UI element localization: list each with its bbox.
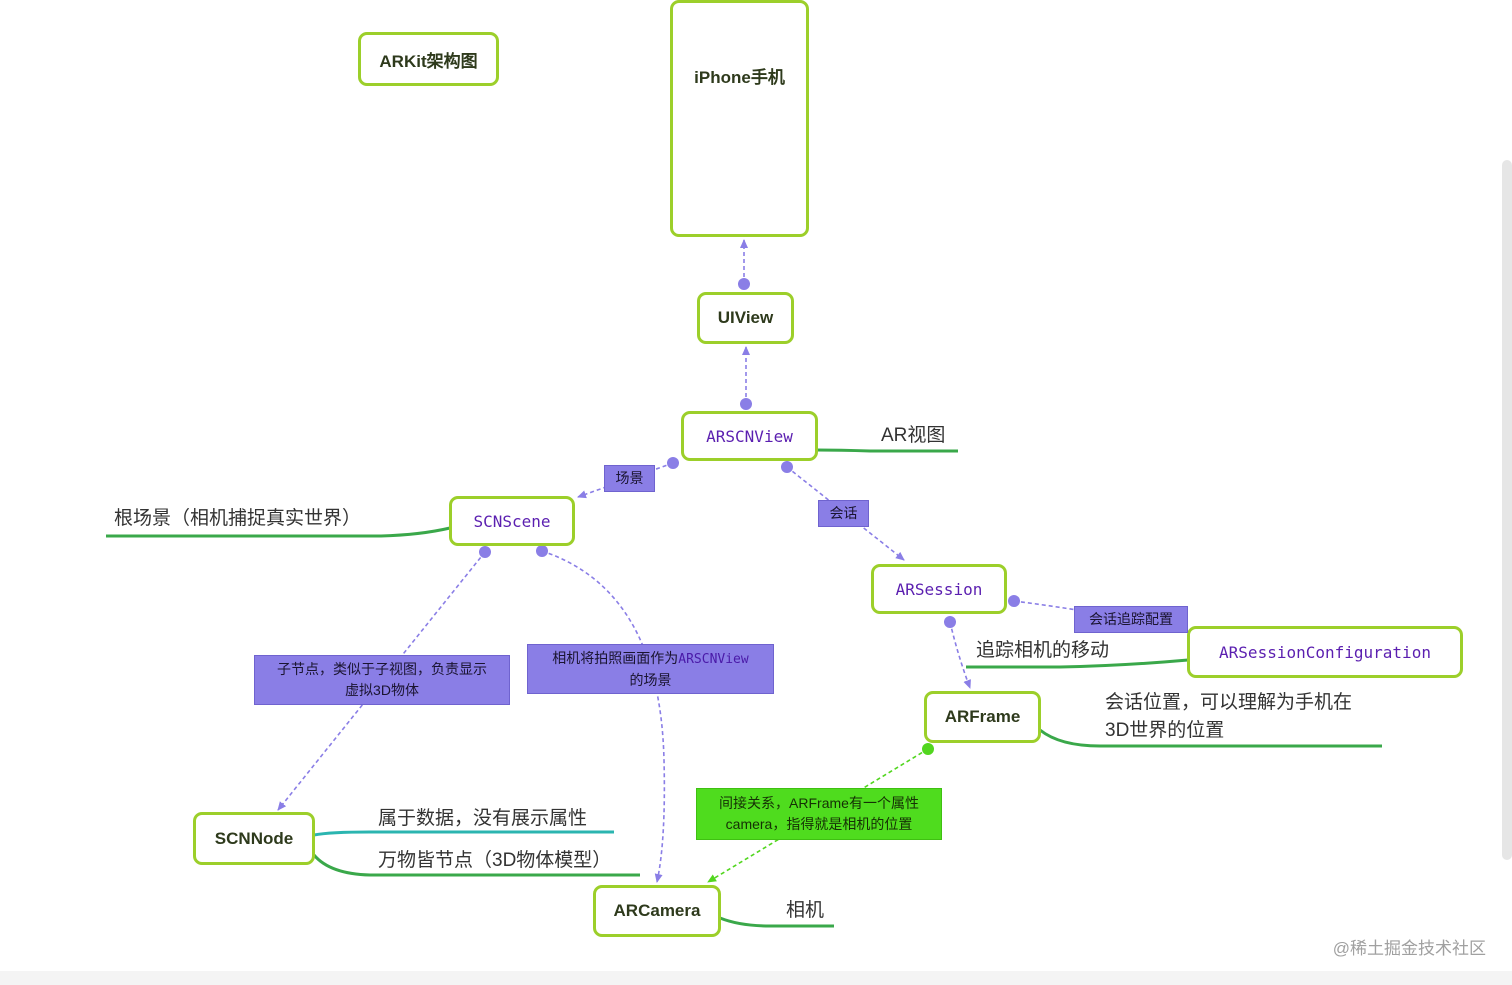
link-dot-scnscene-left [479,546,491,558]
edge-label-scene: 场景 [604,465,655,492]
node-arsessionconfiguration: ARSessionConfiguration [1187,626,1463,678]
edge-label-indirect-line2: camera，指得就是相机的位置 [725,816,913,832]
link-dot-scnscene-right [536,545,548,557]
edge-label-child-node: 子节点，类似于子视图，负责显示 虚拟3D物体 [254,655,510,705]
link-dot-uiview [738,278,750,290]
edge-label-child-node-line1: 子节点，类似于子视图，负责显示 [277,661,487,677]
link-dot-arscnview-right [781,461,793,473]
note-arframe-line2: 3D世界的位置 [1105,720,1225,741]
node-arsession: ARSession [871,564,1007,614]
edge-label-camera-scene: 相机将拍照画面作为ARSCNView 的场景 [527,644,774,694]
edge-label-camera-scene-line2: 的场景 [629,671,672,688]
underline-tracking-note [966,658,1189,669]
note-arframe-line1: 会话位置，可以理解为手机在 [1105,692,1353,713]
link-scnscene-scnnode [277,551,486,811]
edge-label-camera-scene-code: ARSCNView [678,651,749,667]
node-scnscene: SCNScene [449,496,575,546]
edge-label-indirect-relation: 间接关系，ARFrame有一个属性 camera，指得就是相机的位置 [696,788,942,840]
link-dot-arsession-bottom [944,616,956,628]
underline-scnnode-data [313,830,614,837]
note-scnnode-data: 属于数据，没有展示属性 [378,808,588,829]
watermark: @稀土掘金技术社区 [1332,939,1486,958]
link-dot-arsession-right [1008,595,1020,607]
node-scnnode: SCNNode [193,812,315,865]
node-arscnview: ARSCNView [681,411,818,461]
note-tracking: 追踪相机的移动 [976,640,1110,661]
link-arscnview-arsession [786,466,905,561]
note-scnnode-all: 万物皆节点（3D物体模型） [378,850,612,871]
node-uiview: UIView [697,292,794,344]
edge-label-child-node-line2: 虚拟3D物体 [345,682,419,698]
node-iphone: iPhone手机 [670,0,809,237]
edge-label-session-tracking-config: 会话追踪配置 [1074,606,1188,633]
link-scnscene-arcamera [541,550,666,883]
bottom-strip [0,971,1512,985]
link-dot-arscnview-left [667,457,679,469]
underline-arframe-note [1039,728,1382,748]
link-arsession-arframe [949,621,971,689]
note-arcamera: 相机 [786,900,825,921]
diagram-title: ARKit架构图 [358,32,499,86]
underline-arcamera-note [719,916,834,928]
edge-label-camera-scene-line1: 相机将拍照画面作为ARSCNView [552,649,749,667]
edge-label-indirect-line1: 间接关系，ARFrame有一个属性 [719,795,919,811]
note-scnscene: 根场景（相机捕捉真实世界） [114,508,362,529]
vertical-scrollbar[interactable] [1502,160,1512,860]
edge-label-session: 会话 [818,500,869,527]
underline-scnnode-all [312,853,640,877]
link-dot-arframe [922,743,934,755]
note-arscnview: AR视图 [881,425,946,446]
node-arframe: ARFrame [924,691,1041,743]
link-dot-arscnview-top [740,398,752,410]
node-arcamera: ARCamera [593,885,721,937]
underline-arscnview-note [815,448,958,453]
underline-scnscene-note [106,526,451,538]
